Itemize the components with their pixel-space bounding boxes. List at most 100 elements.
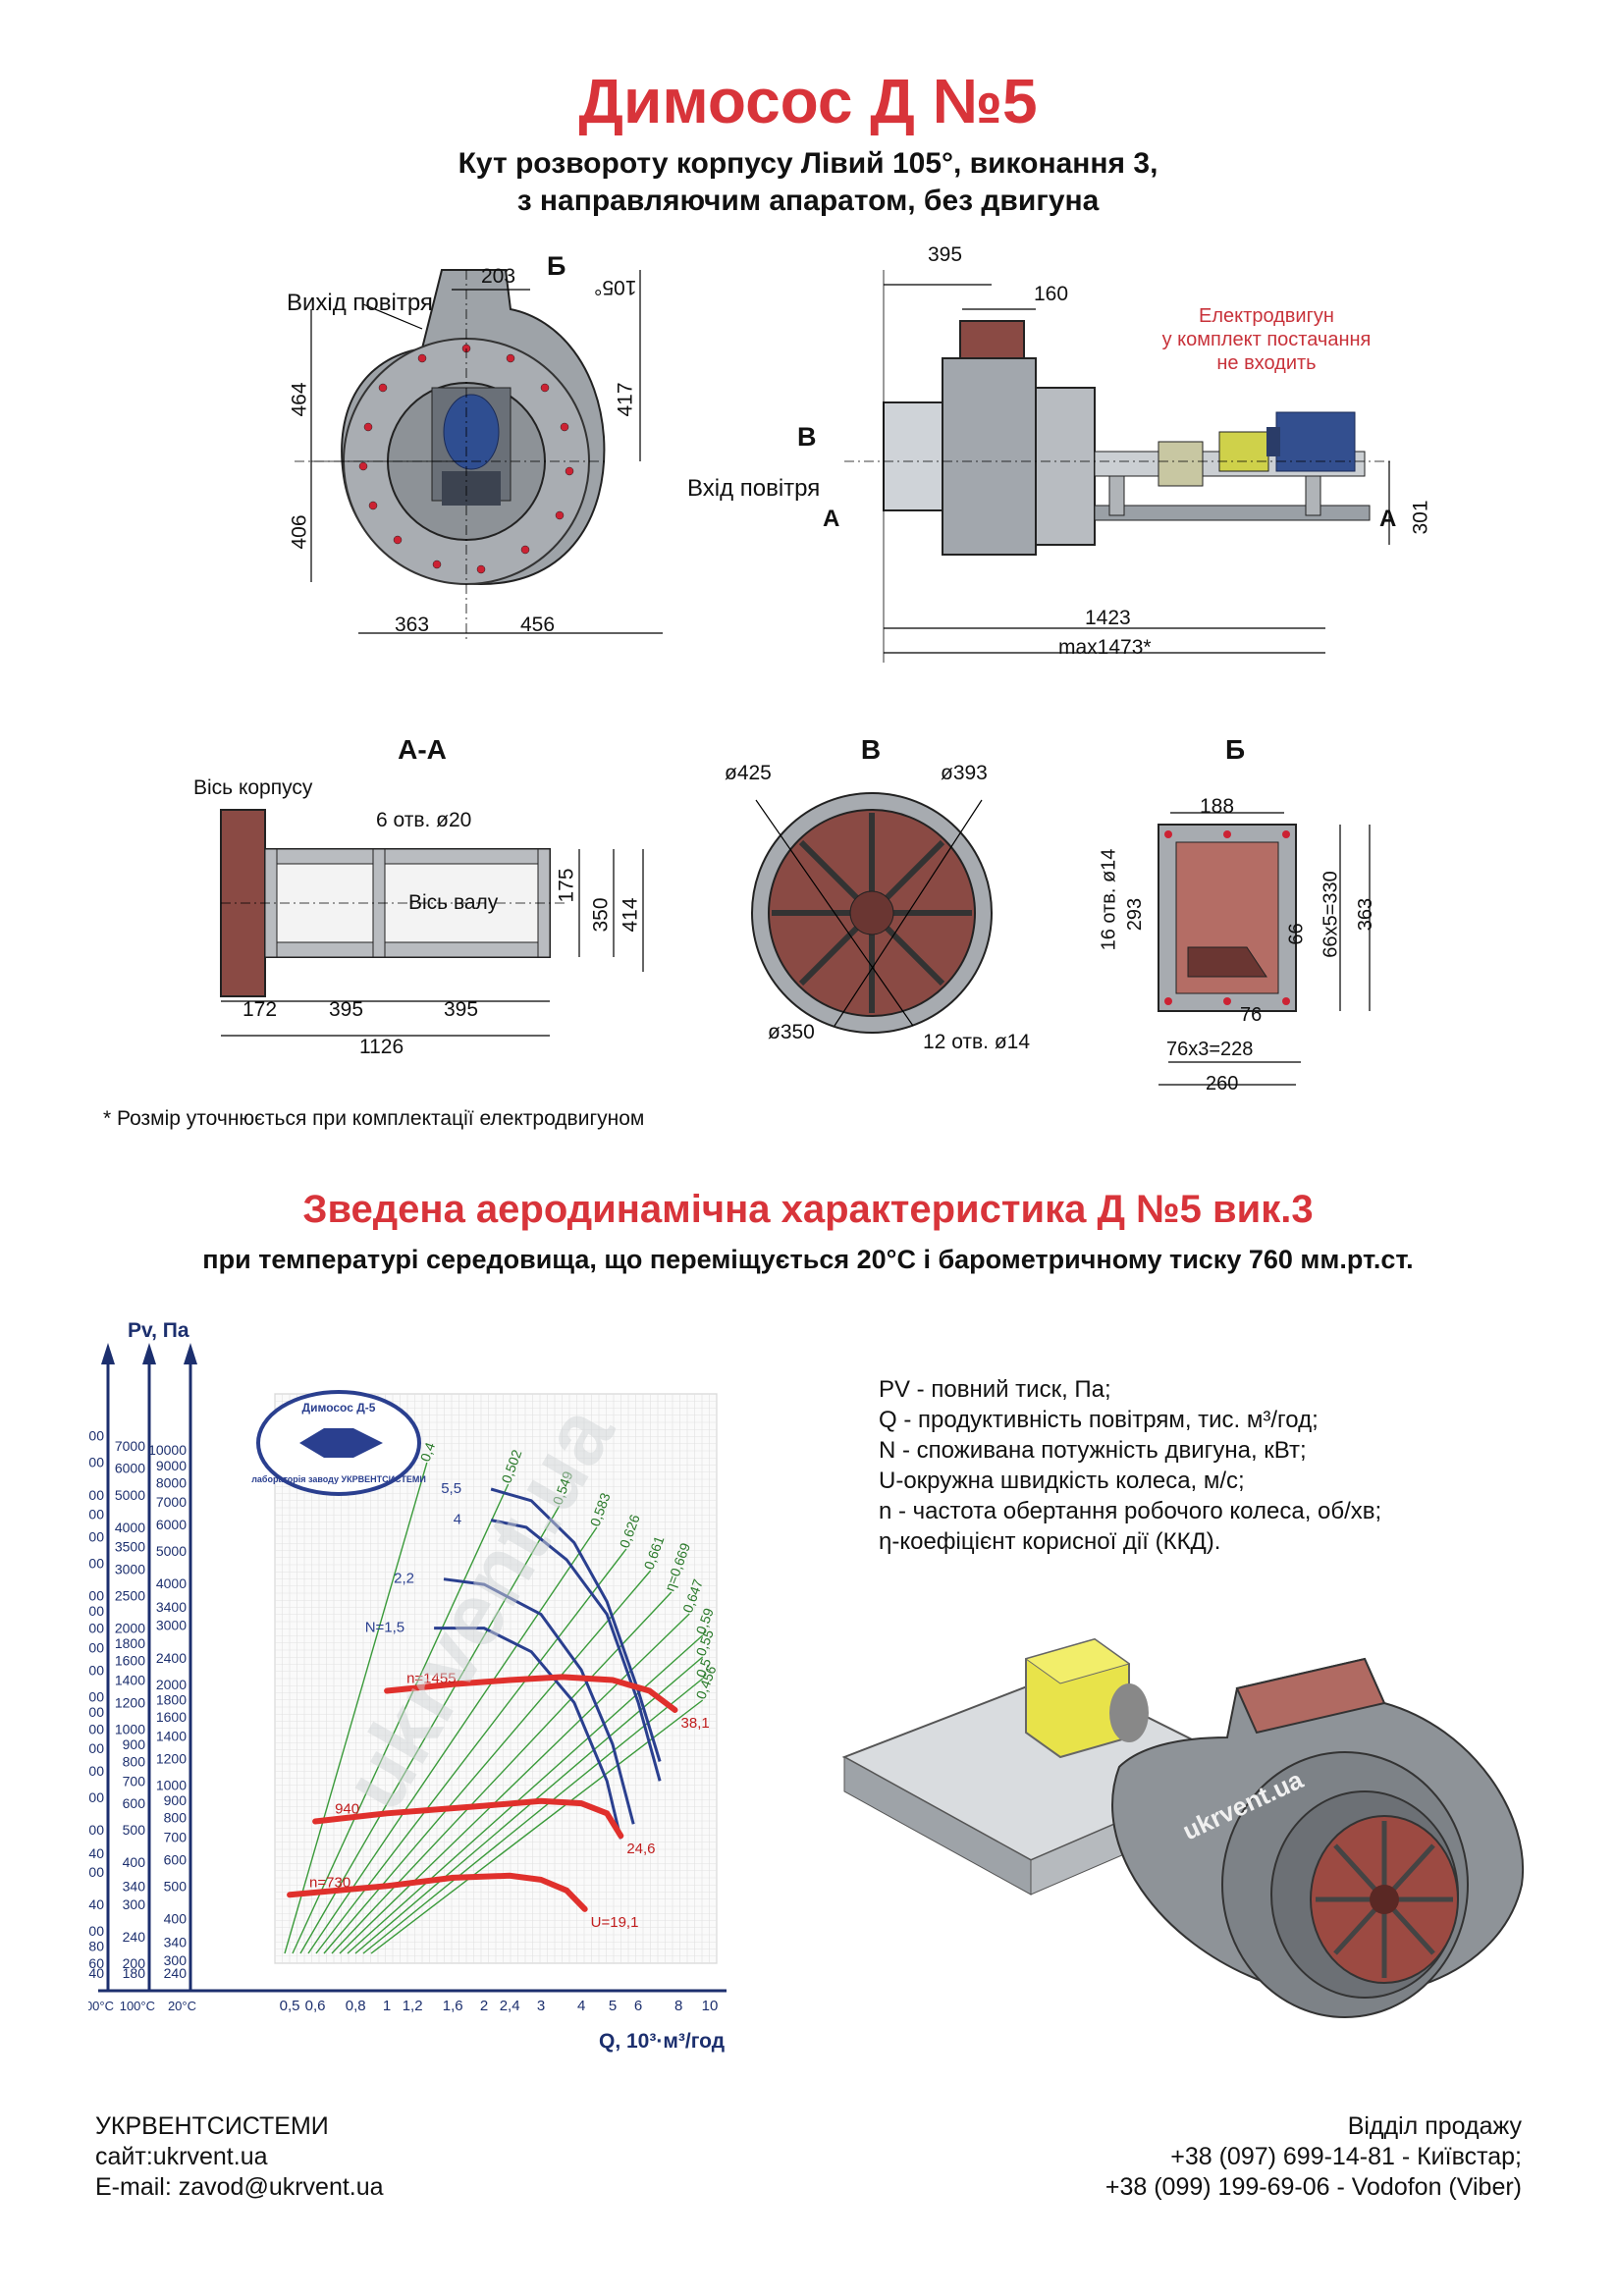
efficiency-line xyxy=(370,1699,704,1954)
footer-right: Відділ продажу +38 (097) 699-14-81 - Киї… xyxy=(1105,2111,1522,2203)
front-view-drawing xyxy=(295,269,663,643)
speed-curve xyxy=(312,1797,624,1840)
dim-363-b: 363 xyxy=(1355,897,1377,932)
section-marker-a-left: А xyxy=(823,506,840,532)
y-tick-label: 180 xyxy=(88,1939,104,1954)
y-tick-label: 3500 xyxy=(115,1539,145,1555)
y-tick-label: 2500 xyxy=(88,1555,104,1571)
view-marker-b: Б xyxy=(547,251,566,281)
dim-293: 293 xyxy=(1124,897,1147,932)
body-axis-label: Вісь корпусу xyxy=(193,776,313,799)
phone-kyivstar[interactable]: +38 (097) 699-14-81 - Київстар; xyxy=(1170,2143,1522,2170)
dim-160: 160 xyxy=(1034,283,1069,305)
logo-text-top: Димосос Д-5 xyxy=(302,1401,376,1415)
temperature-label: 20°С xyxy=(168,1999,196,2013)
tip-speed-label: 38,1 xyxy=(681,1715,710,1732)
y-axis-title: Pv, Па xyxy=(128,1319,189,1342)
power-curve-label: 5,5 xyxy=(441,1480,461,1497)
view-v-label: В xyxy=(860,734,882,765)
x-tick-label: 10 xyxy=(702,1998,719,2014)
phone-vodafone[interactable]: +38 (099) 199-69-06 - Vodofon (Viber) xyxy=(1104,2173,1522,2201)
view-marker-v: В xyxy=(797,422,817,452)
y-tick-label: 300 xyxy=(164,1952,188,1968)
dim-d393: ø393 xyxy=(941,762,988,784)
y-tick-label: 1800 xyxy=(115,1635,145,1651)
dim-angle: 105° xyxy=(594,276,637,298)
y-tick-label: 180 xyxy=(123,1965,146,1981)
dim-1423: 1423 xyxy=(1085,607,1131,629)
fan-3d-render: ukrvent.ua xyxy=(841,1637,1525,2018)
temperature-label: 100°С xyxy=(120,1999,155,2013)
efficiency-line xyxy=(362,1678,704,1954)
y-tick-label: 600 xyxy=(88,1763,104,1779)
dim-1126: 1126 xyxy=(359,1036,404,1058)
view-b-label: Б xyxy=(1224,734,1246,765)
y-tick-label: 1600 xyxy=(88,1621,104,1636)
y-tick-label: 900 xyxy=(88,1704,104,1720)
x-tick-label: 1 xyxy=(383,1998,391,2014)
holes-label: 6 отв. ø20 xyxy=(376,809,472,831)
efficiency-line xyxy=(284,1462,428,1954)
y-tick-label: 2000 xyxy=(88,1588,104,1604)
motor-note-line-2: у комплект постачання xyxy=(1161,329,1372,350)
y-tick-label: 6000 xyxy=(88,1428,104,1444)
dim-414: 414 xyxy=(619,897,642,933)
dim-66: 66 xyxy=(1285,923,1308,945)
dim-395-b: 395 xyxy=(444,998,479,1021)
y-tick-label: 2500 xyxy=(115,1588,145,1604)
holes-16: 16 отв. ø14 xyxy=(1098,848,1120,951)
view-v-drawing xyxy=(751,792,993,1034)
efficiency-line xyxy=(307,1526,598,1954)
y-tick-label: 7000 xyxy=(115,1438,145,1454)
y-tick-label: 200 xyxy=(123,1955,146,1971)
legend-item: η-коефіцієнт корисної дії (ККД). xyxy=(879,1528,1221,1555)
y-tick-label: 8000 xyxy=(156,1474,187,1490)
y-tick-label: 500 xyxy=(123,1822,146,1838)
x-tick-label: 1,6 xyxy=(443,1998,463,2014)
y-tick-label: 340 xyxy=(88,1845,104,1861)
y-tick-label: 240 xyxy=(123,1929,146,1945)
x-tick-label: 0,5 xyxy=(280,1998,300,2014)
x-tick-label: 1,2 xyxy=(403,1998,423,2014)
x-tick-label: 3 xyxy=(537,1998,545,2014)
y-tick-label: 3000 xyxy=(156,1618,187,1633)
dim-260: 260 xyxy=(1206,1073,1239,1095)
y-tick-label: 600 xyxy=(123,1795,146,1811)
dim-66x5: 66х5=330 xyxy=(1320,871,1342,958)
dim-76x3: 76х3=228 xyxy=(1166,1039,1254,1060)
y-tick-label: 1200 xyxy=(88,1662,104,1678)
y-tick-label: 5000 xyxy=(115,1487,145,1503)
legend-item: U-окружна швидкість колеса, м/с; xyxy=(879,1468,1245,1494)
site-link[interactable]: сайт:ukrvent.ua xyxy=(95,2143,268,2170)
y-tick-label: 140 xyxy=(88,1965,104,1981)
company-name: УКРВЕНТСИСТЕМИ xyxy=(95,2112,329,2140)
dim-188: 188 xyxy=(1200,795,1235,818)
dim-417: 417 xyxy=(614,382,637,417)
y-tick-label: 4000 xyxy=(115,1520,145,1535)
power-curve xyxy=(490,1519,662,1782)
efficiency-line xyxy=(299,1505,561,1954)
y-tick-label: 1400 xyxy=(88,1639,104,1655)
y-axis-arrow xyxy=(142,1343,156,1364)
dim-203: 203 xyxy=(481,265,516,288)
legend-item: n - частота обертання робочого колеса, о… xyxy=(879,1498,1382,1524)
subtitle-line-1: Кут розвороту корпусу Лівий 105°, викона… xyxy=(458,147,1158,180)
y-tick-label: 1800 xyxy=(88,1603,104,1619)
dim-350: 350 xyxy=(589,897,613,933)
y-tick-label: 240 xyxy=(88,1896,104,1912)
speed-curve-label: n=1455 xyxy=(406,1670,456,1686)
y-tick-label: 5000 xyxy=(88,1455,104,1470)
y-tick-label: 3000 xyxy=(115,1562,145,1577)
y-tick-label: 3400 xyxy=(156,1599,187,1615)
page-title: Димосос Д №5 xyxy=(578,66,1038,136)
y-tick-label: 160 xyxy=(88,1955,104,1971)
email-link[interactable]: E-mail: zavod@ukrvent.ua xyxy=(95,2173,384,2201)
power-curve-label: N=1,5 xyxy=(365,1620,404,1636)
legend-item: PV - повний тиск, Па; xyxy=(879,1376,1111,1403)
y-axis-arrow xyxy=(101,1343,115,1364)
motor-note-line-1: Електродвигун xyxy=(1199,305,1334,327)
x-tick-label: 2,4 xyxy=(500,1998,520,2014)
footnote: * Розмір уточнюється при комплектації ел… xyxy=(103,1107,645,1130)
y-tick-label: 7000 xyxy=(156,1494,187,1510)
y-tick-label: 1400 xyxy=(156,1729,187,1744)
